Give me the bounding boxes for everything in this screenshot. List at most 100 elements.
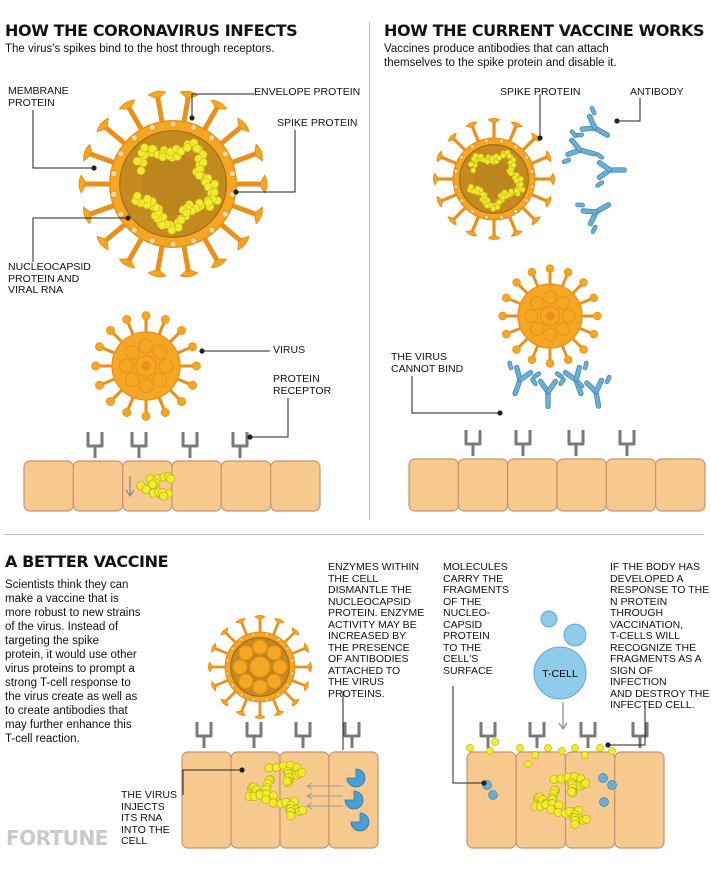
rna-bead (147, 144, 157, 154)
rna-bead (484, 156, 491, 163)
spike-head (432, 172, 438, 186)
virus-core (459, 144, 530, 215)
label-enzymes: ENZYMES WITHIN THE CELL DISMANTLE THE NU… (328, 561, 425, 700)
rna-bead (470, 167, 477, 174)
surface-center (539, 305, 561, 327)
spike-stalk (98, 376, 120, 387)
leader-line (452, 686, 484, 784)
enzyme-fragment-0 (482, 780, 492, 790)
membrane-protein-dot (264, 697, 269, 702)
rna-bead (565, 806, 575, 816)
cell (614, 751, 665, 849)
rna-bead (153, 474, 163, 484)
rna-bead (284, 772, 294, 782)
virus-small-right (498, 264, 602, 368)
rna-bead (510, 171, 517, 178)
rna-bead (513, 186, 520, 193)
rna-bead (158, 149, 168, 159)
antibody-blocking-3 (576, 374, 612, 409)
rna-bead (488, 155, 495, 162)
leader-line (182, 769, 242, 795)
rna-bead (268, 798, 278, 808)
rna-bead (474, 185, 481, 192)
rna-in-cell-left (136, 472, 176, 501)
spike-head (447, 132, 457, 142)
rna-bead (249, 782, 259, 792)
spike-stalk (439, 155, 462, 167)
membrane-protein-dot (523, 155, 529, 160)
spike-head (95, 380, 104, 390)
rna-bead (500, 150, 507, 157)
rna-bead (497, 192, 504, 199)
rna-bead (477, 155, 484, 162)
rna-bead (553, 807, 563, 818)
rna-bead (276, 799, 286, 809)
leader-line (250, 398, 289, 438)
membrane-protein-dot (276, 692, 281, 697)
rna-bead (517, 181, 524, 188)
rna-bead (286, 804, 296, 814)
rna-bead (182, 203, 192, 213)
rna-bead (195, 170, 204, 180)
membrane-protein-dot (290, 658, 295, 663)
rna-bead (473, 188, 480, 195)
surface-pattern (124, 372, 140, 388)
virus-envelope (224, 631, 296, 703)
surface-pattern (529, 295, 544, 310)
spike-stalk (156, 318, 167, 340)
rna-bead (471, 156, 477, 162)
rna-bead (176, 215, 186, 225)
spike-head (210, 258, 228, 269)
rna-bead (172, 144, 181, 154)
membrane-protein-dot (453, 169, 459, 174)
rna-bead (513, 172, 520, 179)
rna-bead (472, 157, 479, 164)
membrane-protein-dot (499, 138, 504, 144)
rna-bead (547, 799, 557, 809)
spike-stalk (180, 94, 191, 131)
rna-bead (281, 797, 291, 807)
spike-head (465, 230, 478, 237)
rna-bead (167, 225, 177, 235)
membrane-protein-dot (499, 214, 504, 220)
label-cannot-bind: THE VIRUS CANNOT BIND (391, 351, 464, 375)
rna-bead (474, 189, 481, 196)
receptor-right-0 (464, 430, 482, 456)
rna-bead (490, 205, 497, 212)
membrane-protein-dot (130, 134, 138, 142)
rna-bead (541, 798, 551, 808)
antibody-blocking-0 (507, 360, 542, 397)
spike-head (91, 361, 101, 371)
cell (23, 460, 74, 512)
rna-bead (286, 801, 296, 811)
spike-stalk (470, 211, 482, 234)
rna-bead (247, 782, 257, 792)
spike-head (531, 132, 541, 142)
fragment-0 (466, 744, 474, 752)
cell (466, 751, 517, 849)
membrane-protein-dot (251, 632, 256, 637)
entry-arrow (125, 476, 135, 498)
surface-pattern (158, 358, 174, 374)
membrane-protein-dot (470, 208, 475, 214)
antibody-blocking-1 (530, 377, 566, 409)
rna-bead (164, 472, 174, 482)
spike-stalk (199, 230, 220, 263)
surface-pattern (252, 679, 268, 695)
membrane-protein-dot (225, 658, 230, 663)
membrane-protein-dot (513, 144, 518, 150)
rna-bead (513, 178, 520, 184)
rna-bead (479, 196, 486, 203)
label-injects-rna: THE VIRUS INJECTS ITS RNA INTO THE CELL (121, 789, 178, 847)
spike-stalk (155, 94, 166, 131)
spike-head (179, 269, 199, 278)
rna-bead (468, 183, 474, 190)
rna-bead (174, 146, 183, 155)
rna-bead (514, 190, 521, 197)
spike-stalk (470, 124, 482, 147)
host-cells-bottom-left (181, 751, 379, 849)
rna-bead (501, 189, 508, 196)
spike-stalk (515, 334, 532, 351)
membrane-protein-dot (228, 190, 236, 198)
surface-pattern (124, 344, 140, 360)
